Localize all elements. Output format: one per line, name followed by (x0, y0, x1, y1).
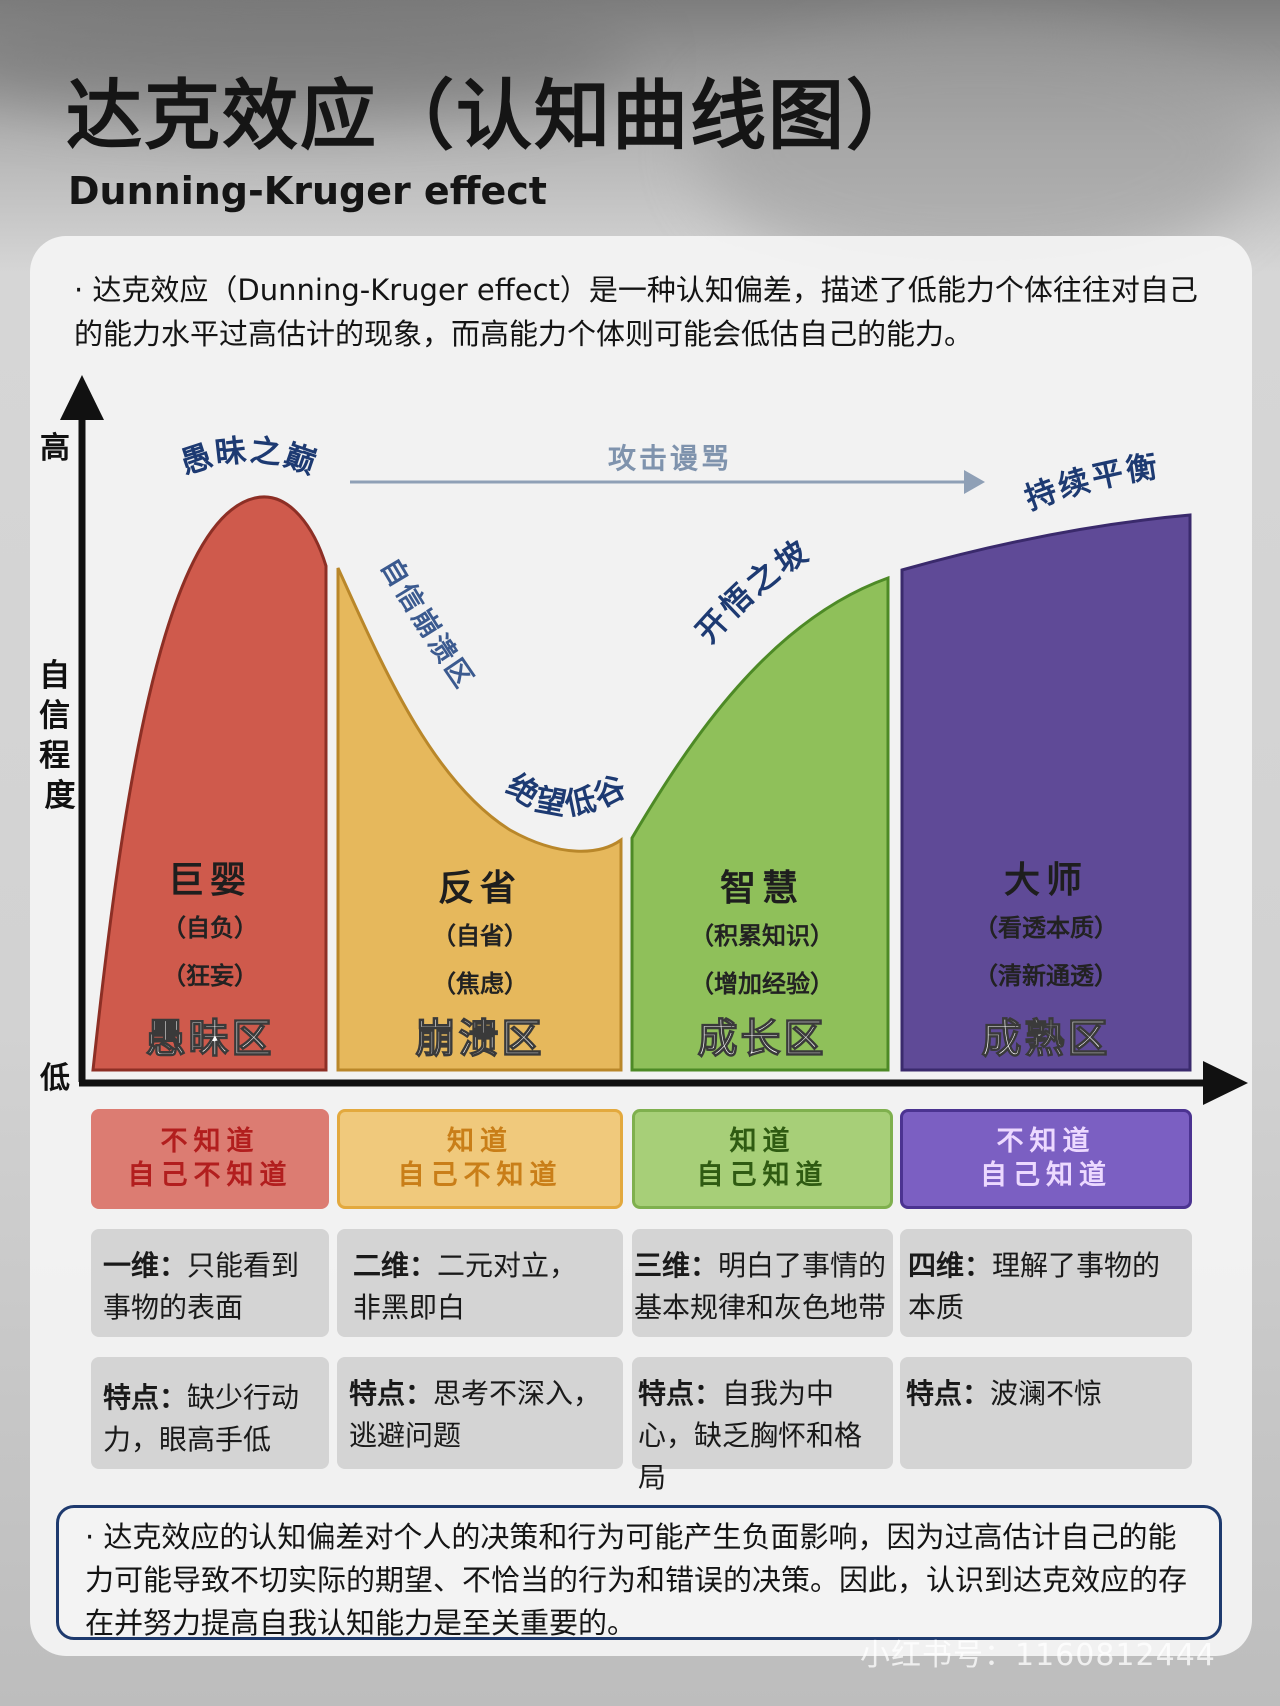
zone-trait-label: （清新通透） (974, 962, 1118, 990)
zone-name-label: 成长区 (698, 1016, 827, 1062)
y-axis-arrow (60, 375, 104, 420)
zone-trait-label: （自负） (162, 914, 258, 942)
zone-trait-label: （焦虑） (432, 970, 528, 998)
feature-text: 思考不深入，逃避问题 (349, 1377, 602, 1452)
zone-trait-label: （积累知识） (690, 922, 834, 950)
dimension-cell-growth: 三维：明白了事情的基本规律和灰色地带 (632, 1229, 893, 1337)
tag-line2: 自己知道 (696, 1160, 829, 1191)
zone-stage-label: 反省 (438, 868, 522, 909)
knowledge-tag-ignorance: 不知道 自己不知道 (91, 1109, 329, 1209)
page-subtitle: Dunning-Kruger effect (68, 169, 547, 213)
zone-trait-label: （看透本质） (974, 914, 1118, 942)
zone-area-collapse (336, 567, 623, 1072)
zone-name-label: 崩溃区 (416, 1016, 545, 1062)
feature-text: 波澜不惊 (990, 1377, 1103, 1410)
feature-cell-mature: 特点：波澜不惊 (900, 1357, 1192, 1469)
tag-line1: 不知道 (996, 1126, 1096, 1157)
feature-label: 特点： (906, 1377, 991, 1410)
zone-area-ignorance (91, 495, 328, 1072)
zone-trait-label: （自省） (432, 922, 528, 950)
tag-line2: 自己知道 (980, 1160, 1112, 1191)
feature-label: 特点： (638, 1377, 723, 1410)
zone-stage-label: 大师 (1004, 860, 1088, 901)
dimension-cell-mature: 四维：理解了事物的本质 (900, 1229, 1192, 1337)
dimension-label: 四维： (908, 1249, 993, 1282)
dimension-text: 二元对立，非黑即白 (353, 1249, 578, 1324)
feature-cell-ignorance: 特点：缺少行动力，眼高手低 (91, 1357, 329, 1469)
feature-label: 特点： (103, 1381, 188, 1414)
dimension-text: 理解了事物的本质 (908, 1249, 1161, 1324)
plateau-label: 持续平衡 (1020, 448, 1162, 517)
axis-low-label: 低 (39, 1061, 70, 1096)
zone-name-label: 愚昧区 (146, 1016, 275, 1062)
feature-cell-collapse: 特点：思考不深入，逃避问题 (337, 1357, 623, 1469)
dimension-text: 明白了事情的基本规律和灰色地带 (634, 1249, 887, 1324)
knowledge-tag-collapse: 知道 自己不知道 (337, 1109, 623, 1209)
tag-line2: 自己不知道 (127, 1160, 293, 1191)
zone-name-label: 成熟区 (982, 1016, 1111, 1062)
knowledge-tag-growth: 知道 自己知道 (632, 1109, 893, 1209)
dimension-cell-collapse: 二维：二元对立，非黑即白 (337, 1229, 623, 1337)
summary-box: · 达克效应的认知偏差对个人的决策和行为可能产生负面影响，因为过高估计自己的能力… (56, 1505, 1222, 1640)
valley-label: 绝望低谷 (500, 767, 634, 823)
dimension-label: 一维： (103, 1249, 188, 1282)
background-shape (0, 0, 640, 120)
feature-text: 自我为中心，缺乏胸怀和格局 (638, 1377, 863, 1494)
tag-line1: 不知道 (160, 1126, 260, 1157)
feature-cell-growth: 特点：自我为中心，缺乏胸怀和格局 (632, 1357, 893, 1494)
axis-high-label: 高 (40, 431, 70, 466)
peak-label: 愚昧之巅 (176, 432, 322, 482)
attack-arrow-label: 攻击谩骂 (608, 442, 732, 475)
collapse-label: 自信崩溃区 (374, 553, 480, 696)
dimension-label: 三维： (634, 1249, 719, 1282)
zone-trait-label: （增加经验） (690, 970, 834, 998)
x-axis-arrow (1203, 1061, 1248, 1105)
zone-stage-label: 智慧 (720, 868, 804, 909)
zone-trait-label: （狂妄） (162, 962, 258, 990)
y-axis-label: 自 信 程 度 (39, 658, 81, 814)
knowledge-tag-mature: 不知道 自己知道 (900, 1109, 1192, 1209)
zone-area-mature (900, 513, 1192, 1072)
tag-line1: 知道 (447, 1126, 513, 1157)
dimension-cell-ignorance: 一维：只能看到事物的表面 (91, 1229, 329, 1337)
tag-line1: 知道 (729, 1126, 796, 1157)
watermark-text: 小红书号：1160812444 (860, 1638, 1216, 1673)
zone-stage-label: 巨婴 (168, 860, 252, 901)
feature-text: 缺少行动力，眼高手低 (103, 1381, 300, 1456)
dimension-label: 二维： (353, 1249, 438, 1282)
zone-area-growth (630, 575, 890, 1072)
tag-line2: 自己不知道 (397, 1160, 563, 1191)
intro-text: · 达克效应（Dunning-Kruger effect）是一种认知偏差，描述了… (74, 273, 1198, 351)
dimension-text: 只能看到事物的表面 (103, 1249, 300, 1324)
feature-label: 特点： (349, 1377, 434, 1410)
page-title: 达克效应（认知曲线图） (66, 71, 924, 160)
attack-arrow-head (964, 470, 985, 494)
